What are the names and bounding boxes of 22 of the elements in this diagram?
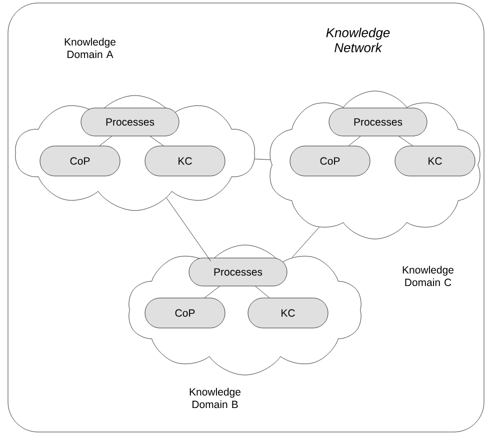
connector bbox=[204, 286, 220, 298]
connector bbox=[255, 286, 270, 298]
domain-label: Knowledge Domain C bbox=[402, 266, 454, 286]
connector bbox=[254, 158, 270, 160]
connector bbox=[99, 136, 112, 146]
connector bbox=[292, 227, 320, 258]
rounded-box: Processes bbox=[328, 108, 428, 136]
connector bbox=[348, 136, 361, 146]
rounded-box: KC bbox=[248, 298, 328, 328]
rounded-box: Processes bbox=[188, 258, 288, 286]
rounded-box: CoP bbox=[290, 146, 370, 176]
rounded-box: CoP bbox=[40, 146, 120, 176]
connector bbox=[398, 136, 413, 146]
rounded-box: KC bbox=[144, 146, 226, 176]
rounded-box: Processes bbox=[80, 108, 180, 136]
domain-label: Knowledge Domain B bbox=[190, 388, 240, 408]
rounded-box: KC bbox=[394, 146, 476, 176]
frame-heading: Knowledge Network bbox=[326, 28, 390, 52]
connector bbox=[150, 136, 164, 146]
domain-label: Knowledge Domain A bbox=[64, 38, 116, 58]
rounded-box: CoP bbox=[144, 298, 226, 328]
connector bbox=[166, 198, 212, 262]
